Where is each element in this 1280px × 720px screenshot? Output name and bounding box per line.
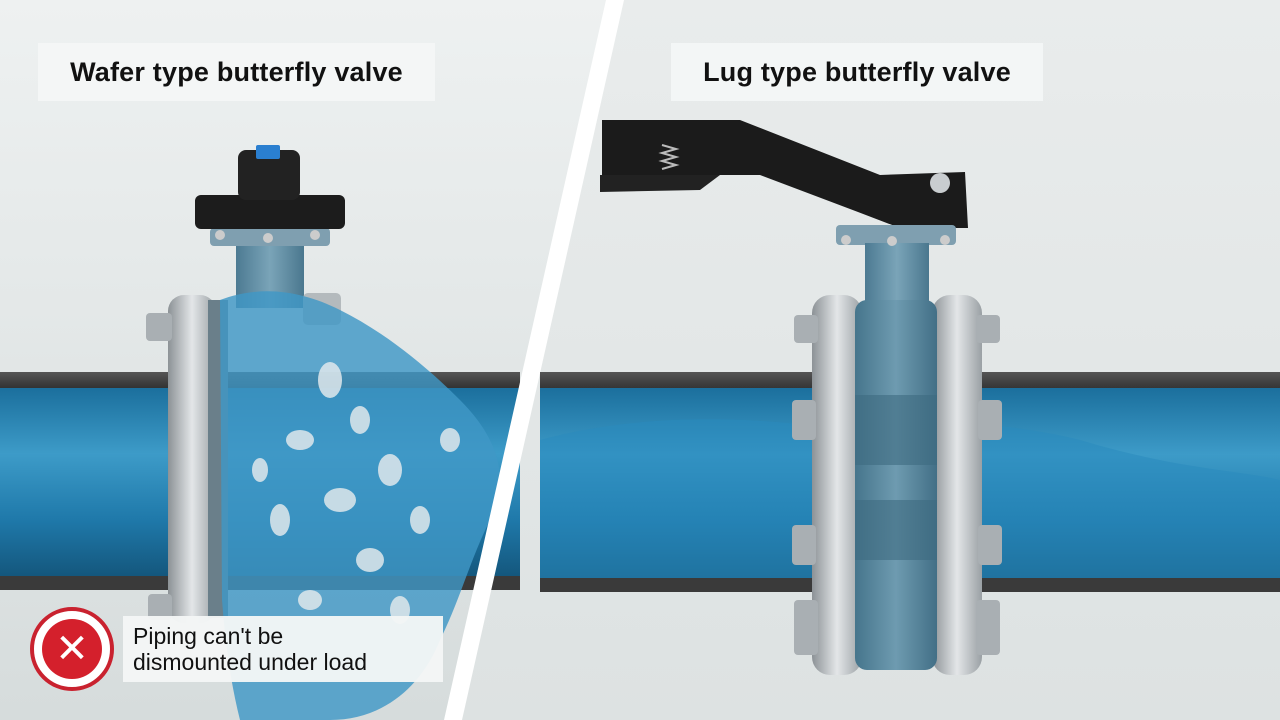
close-icon-inner: ✕ — [42, 619, 102, 679]
close-icon: ✕ — [30, 607, 114, 691]
notice-line-1: Piping can't be — [133, 623, 284, 649]
wafer-valve — [146, 145, 500, 720]
wafer-valve-title-text: Wafer type butterfly valve — [70, 56, 403, 87]
lug-valve-title: Lug type butterfly valve — [671, 43, 1043, 101]
notice-box: Piping can't be dismounted under load — [123, 616, 443, 682]
lever-handle — [600, 120, 968, 228]
wafer-valve-title: Wafer type butterfly valve — [38, 43, 435, 101]
lug-valve — [792, 225, 1002, 675]
notice-line-2: dismounted under load — [133, 649, 367, 675]
lug-valve-title-text: Lug type butterfly valve — [703, 56, 1011, 87]
